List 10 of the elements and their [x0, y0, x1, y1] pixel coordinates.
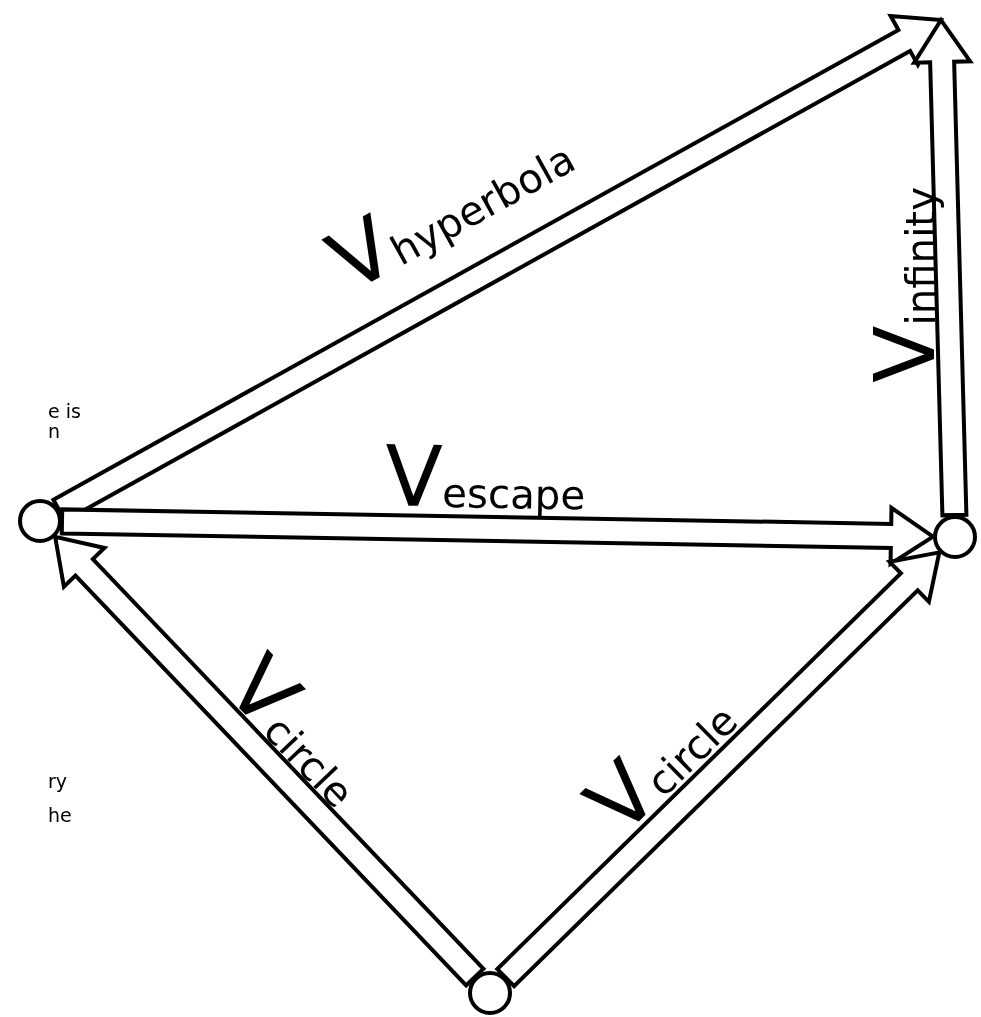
- partial-text: n: [48, 422, 61, 441]
- circle-node: [18, 499, 62, 543]
- partial-text: he: [48, 806, 72, 825]
- circle-node: [933, 515, 977, 559]
- circle-node: [468, 971, 512, 1015]
- hollow-arrow: [494, 549, 942, 989]
- hollow-arrow: [910, 16, 974, 518]
- hollow-arrow: [52, 534, 487, 989]
- partial-text: e is: [48, 402, 81, 421]
- partial-text: ry: [48, 772, 68, 791]
